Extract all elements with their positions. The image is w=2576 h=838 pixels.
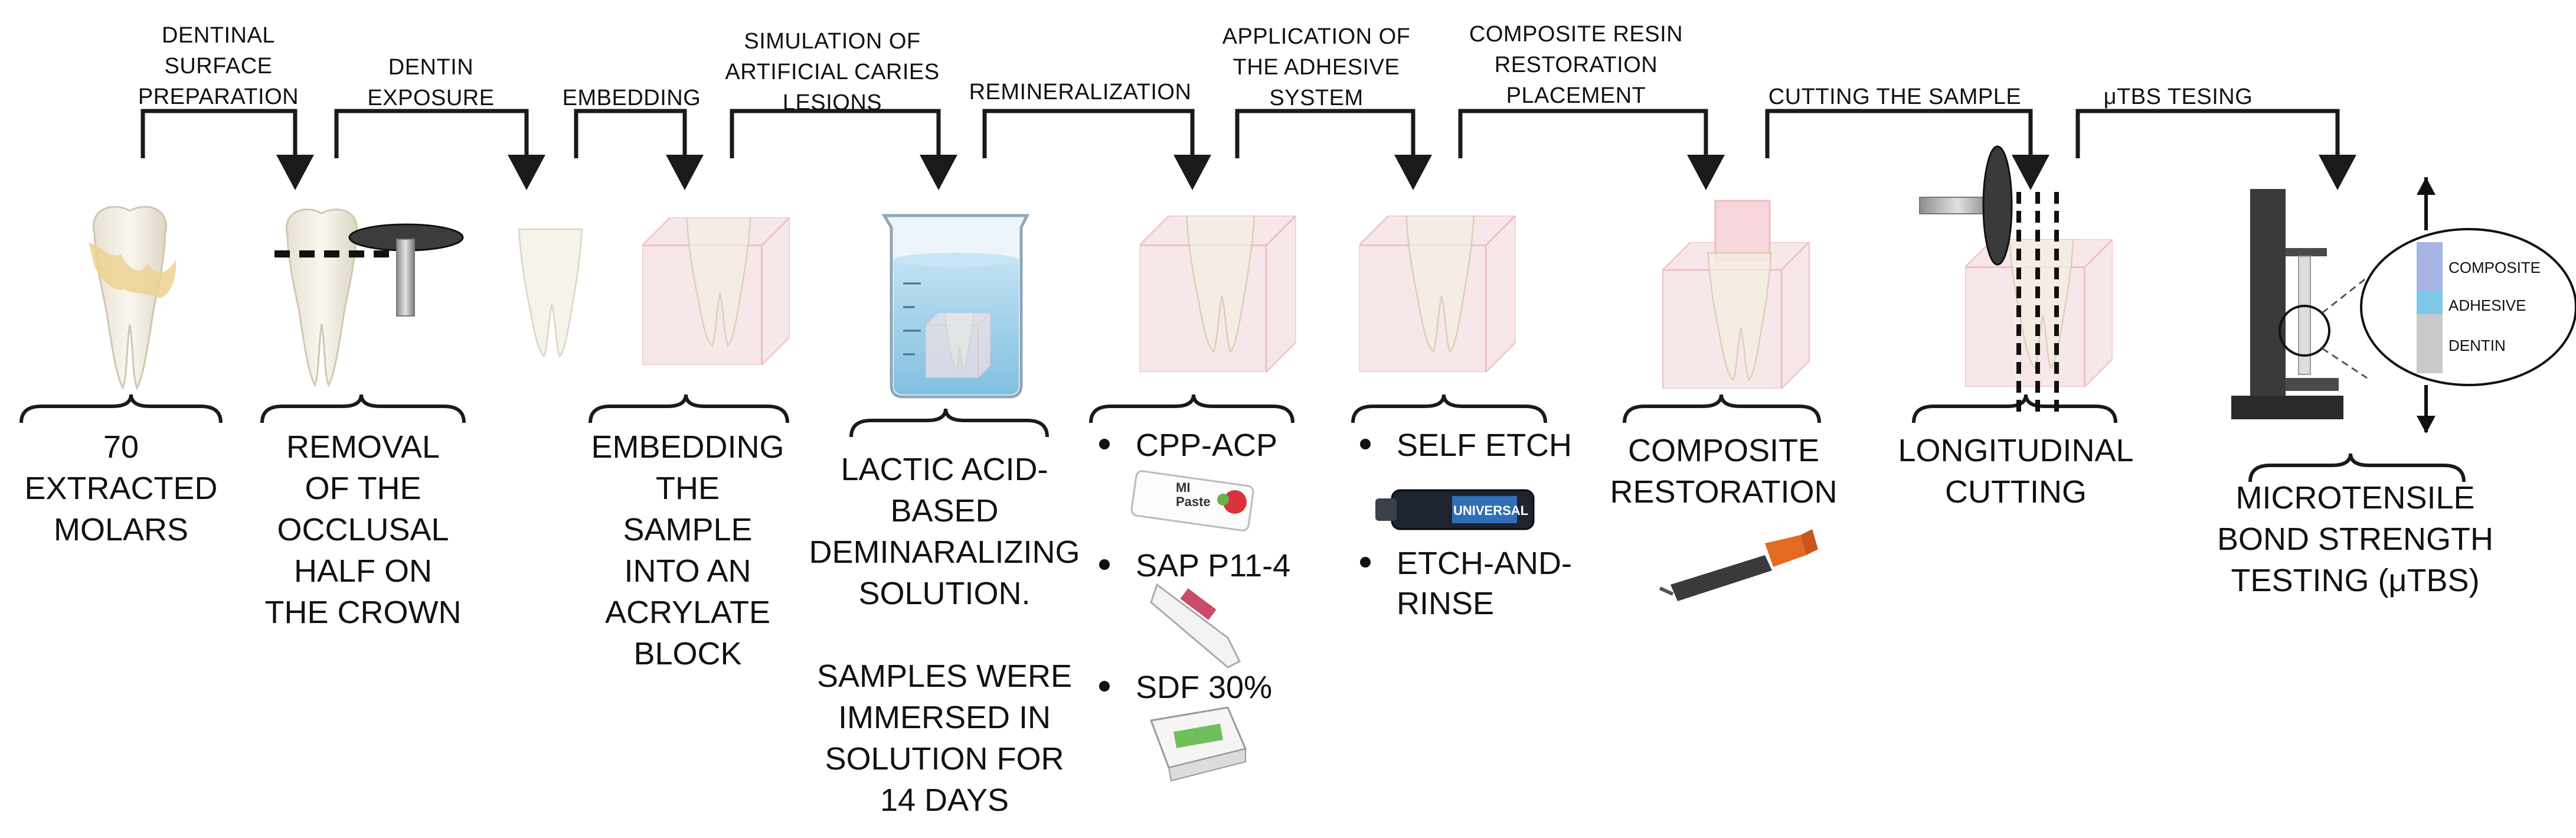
result-extracted-molars: 70 EXTRACTED MOLARS (24, 429, 218, 547)
step-label-mtbs-testing: μTBS TESING (2103, 84, 2253, 109)
adhesive-self-etch: SELF ETCH (1360, 425, 1572, 465)
step-brackets (140, 109, 2340, 161)
agent-cpp-acp: CPP-ACP (1099, 425, 1277, 465)
sdf-box (1149, 706, 1247, 782)
step-label-cutting-sample: CUTTING THE SAMPLE (1768, 84, 2022, 109)
result-composite-restoration: COMPOSITE RESTORATION (1610, 433, 1838, 510)
step-label-dentin-exposure: DENTIN EXPOSURE (367, 55, 495, 110)
remineralization-illustration (1130, 216, 1296, 782)
embedding-illustration (518, 217, 790, 365)
layer-label-composite: COMPOSITE (2448, 259, 2541, 276)
step-label-embedding: EMBEDDING (562, 86, 701, 110)
adhesive-etch-and-rinse: ETCH-AND- RINSE (1360, 543, 1572, 624)
layer-label-dentin: DENTIN (2448, 337, 2506, 354)
cutting-illustration (1919, 145, 2113, 413)
sap-tube (1150, 583, 1241, 669)
step-label-dentinal-surface-preparation: DENTINAL SURFACE PREPARATION (138, 23, 299, 109)
result-longitudinal-cutting: LONGITUDINAL CUTTING (1898, 433, 2134, 510)
composite-illustration (1659, 200, 1818, 601)
agent-sap-p11-4: SAP P11-4 (1099, 546, 1290, 586)
result-immersion-duration: SAMPLES WERE IMMERSED IN SOLUTION FOR 14… (816, 658, 1073, 818)
result-braces (19, 394, 2466, 482)
adhesive-illustration (1359, 216, 1535, 530)
step-label-remineralization: REMINERALIZATION (969, 80, 1192, 105)
result-microtensile-testing: MICROTENSILE BOND STRENGTH TESTING (μTBS… (2217, 480, 2494, 598)
layer-label-adhesive: ADHESIVE (2448, 296, 2526, 314)
mi-paste-label: MI Paste (1176, 480, 1211, 509)
microtensile-illustration (2231, 177, 2576, 433)
beaker-illustration (881, 214, 1030, 399)
step-label-composite-placement: COMPOSITE RESIN RESTORATION PLACEMENT (1469, 22, 1683, 108)
composite-syringe (1659, 529, 1818, 601)
agent-sdf-30: SDF 30% (1099, 667, 1272, 707)
result-embedding-block: EMBEDDING THE SAMPLE INTO AN ACRYLATE BL… (591, 429, 784, 671)
result-demineralizing-solution: LACTIC ACID- BASED DEMINARALIZING SOLUTI… (809, 452, 1080, 611)
adhesive-bottle (1375, 489, 1535, 530)
step-label-artificial-caries: SIMULATION OF ARTIFICIAL CARIES LESIONS (725, 29, 940, 115)
extracted-molar-illustration (89, 206, 176, 389)
step-label-adhesive-system: APPLICATION OF THE ADHESIVE SYSTEM (1222, 24, 1411, 110)
result-occlusal-removal: REMOVAL OF THE OCCLUSAL HALF ON THE CROW… (264, 429, 462, 630)
step-arrowheads (276, 155, 2356, 190)
occlusal-removal-illustration (274, 208, 464, 386)
adhesive-bottle-label: UNIVERSAL (1453, 503, 1529, 518)
mi-paste-tube (1130, 470, 1254, 532)
